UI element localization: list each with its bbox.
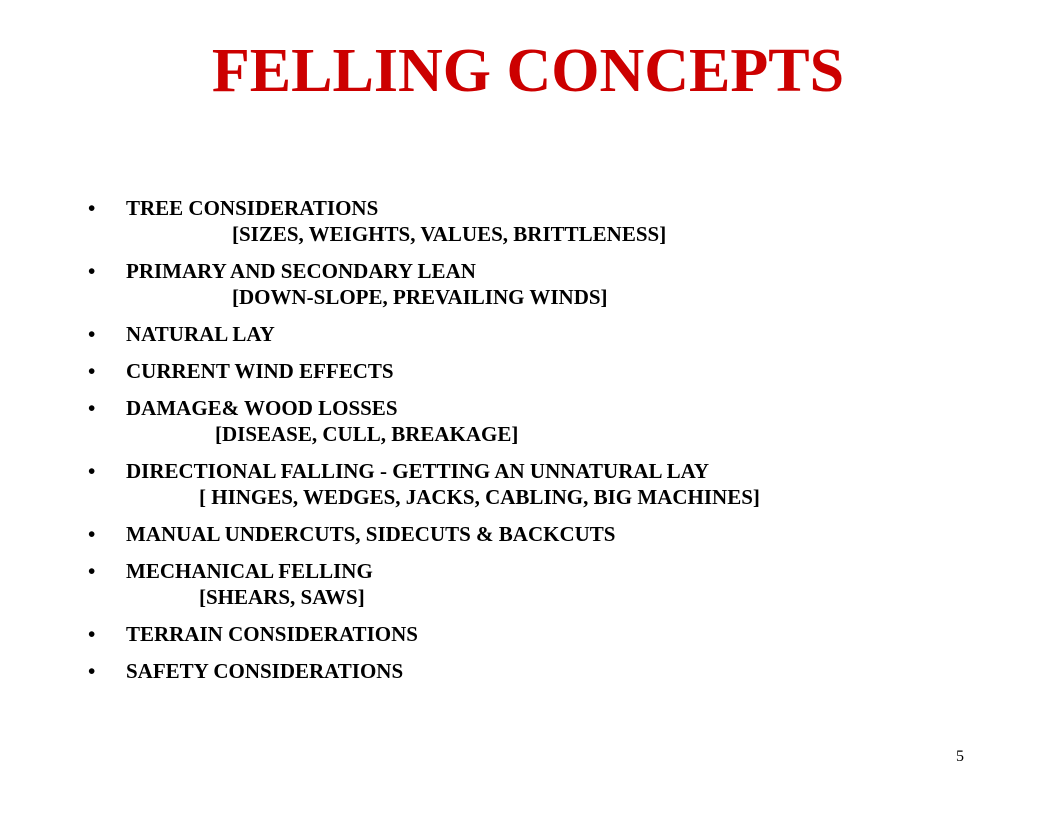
bullet-text: MECHANICAL FELLING <box>126 559 373 583</box>
bullet-marker: • <box>88 396 96 420</box>
bullet-item-manual-undercuts: • MANUAL UNDERCUTS, SIDECUTS & BACKCUTS <box>88 521 760 547</box>
bullet-subtext: [SHEARS, SAWS] <box>199 585 365 609</box>
bullet-marker: • <box>88 459 96 483</box>
bullet-text: TERRAIN CONSIDERATIONS <box>126 622 418 646</box>
bullet-item-damage-wood-losses: • DAMAGE& WOOD LOSSES [DISEASE, CULL, BR… <box>88 395 760 447</box>
bullet-item-primary-secondary-lean: • PRIMARY AND SECONDARY LEAN [DOWN-SLOPE… <box>88 258 760 310</box>
bullet-text: DIRECTIONAL FALLING - GETTING AN UNNATUR… <box>126 459 710 483</box>
bullet-marker: • <box>88 559 96 583</box>
bullet-text: PRIMARY AND SECONDARY LEAN <box>126 259 476 283</box>
bullet-item-current-wind-effects: • CURRENT WIND EFFECTS <box>88 358 760 384</box>
bullet-text: DAMAGE& WOOD LOSSES <box>126 396 398 420</box>
bullet-list: • TREE CONSIDERATIONS [SIZES, WEIGHTS, V… <box>88 195 760 695</box>
bullet-text: TREE CONSIDERATIONS <box>126 196 379 220</box>
bullet-subtext: [ HINGES, WEDGES, JACKS, CABLING, BIG MA… <box>199 485 760 509</box>
bullet-marker: • <box>88 622 96 646</box>
bullet-item-terrain-considerations: • TERRAIN CONSIDERATIONS <box>88 621 760 647</box>
bullet-text: MANUAL UNDERCUTS, SIDECUTS & BACKCUTS <box>126 522 616 546</box>
slide-title: FELLING CONCEPTS <box>211 37 845 105</box>
bullet-marker: • <box>88 659 96 683</box>
bullet-text: CURRENT WIND EFFECTS <box>126 359 394 383</box>
bullet-subtext: [DISEASE, CULL, BREAKAGE] <box>215 422 519 446</box>
bullet-item-tree-considerations: • TREE CONSIDERATIONS [SIZES, WEIGHTS, V… <box>88 195 760 247</box>
bullet-item-directional-falling: • DIRECTIONAL FALLING - GETTING AN UNNAT… <box>88 458 760 510</box>
bullet-subtext: [SIZES, WEIGHTS, VALUES, BRITTLENESS] <box>232 222 667 246</box>
bullet-subtext: [DOWN-SLOPE, PREVAILING WINDS] <box>232 285 608 309</box>
bullet-marker: • <box>88 359 96 383</box>
bullet-marker: • <box>88 259 96 283</box>
bullet-marker: • <box>88 522 96 546</box>
bullet-marker: • <box>88 322 96 346</box>
bullet-item-natural-lay: • NATURAL LAY <box>88 321 760 347</box>
bullet-text: SAFETY CONSIDERATIONS <box>126 659 404 683</box>
bullet-item-mechanical-felling: • MECHANICAL FELLING [SHEARS, SAWS] <box>88 558 760 610</box>
bullet-item-safety-considerations: • SAFETY CONSIDERATIONS <box>88 658 760 684</box>
bullet-marker: • <box>88 196 96 220</box>
bullet-text: NATURAL LAY <box>126 322 275 346</box>
page-number: 5 <box>956 748 964 765</box>
